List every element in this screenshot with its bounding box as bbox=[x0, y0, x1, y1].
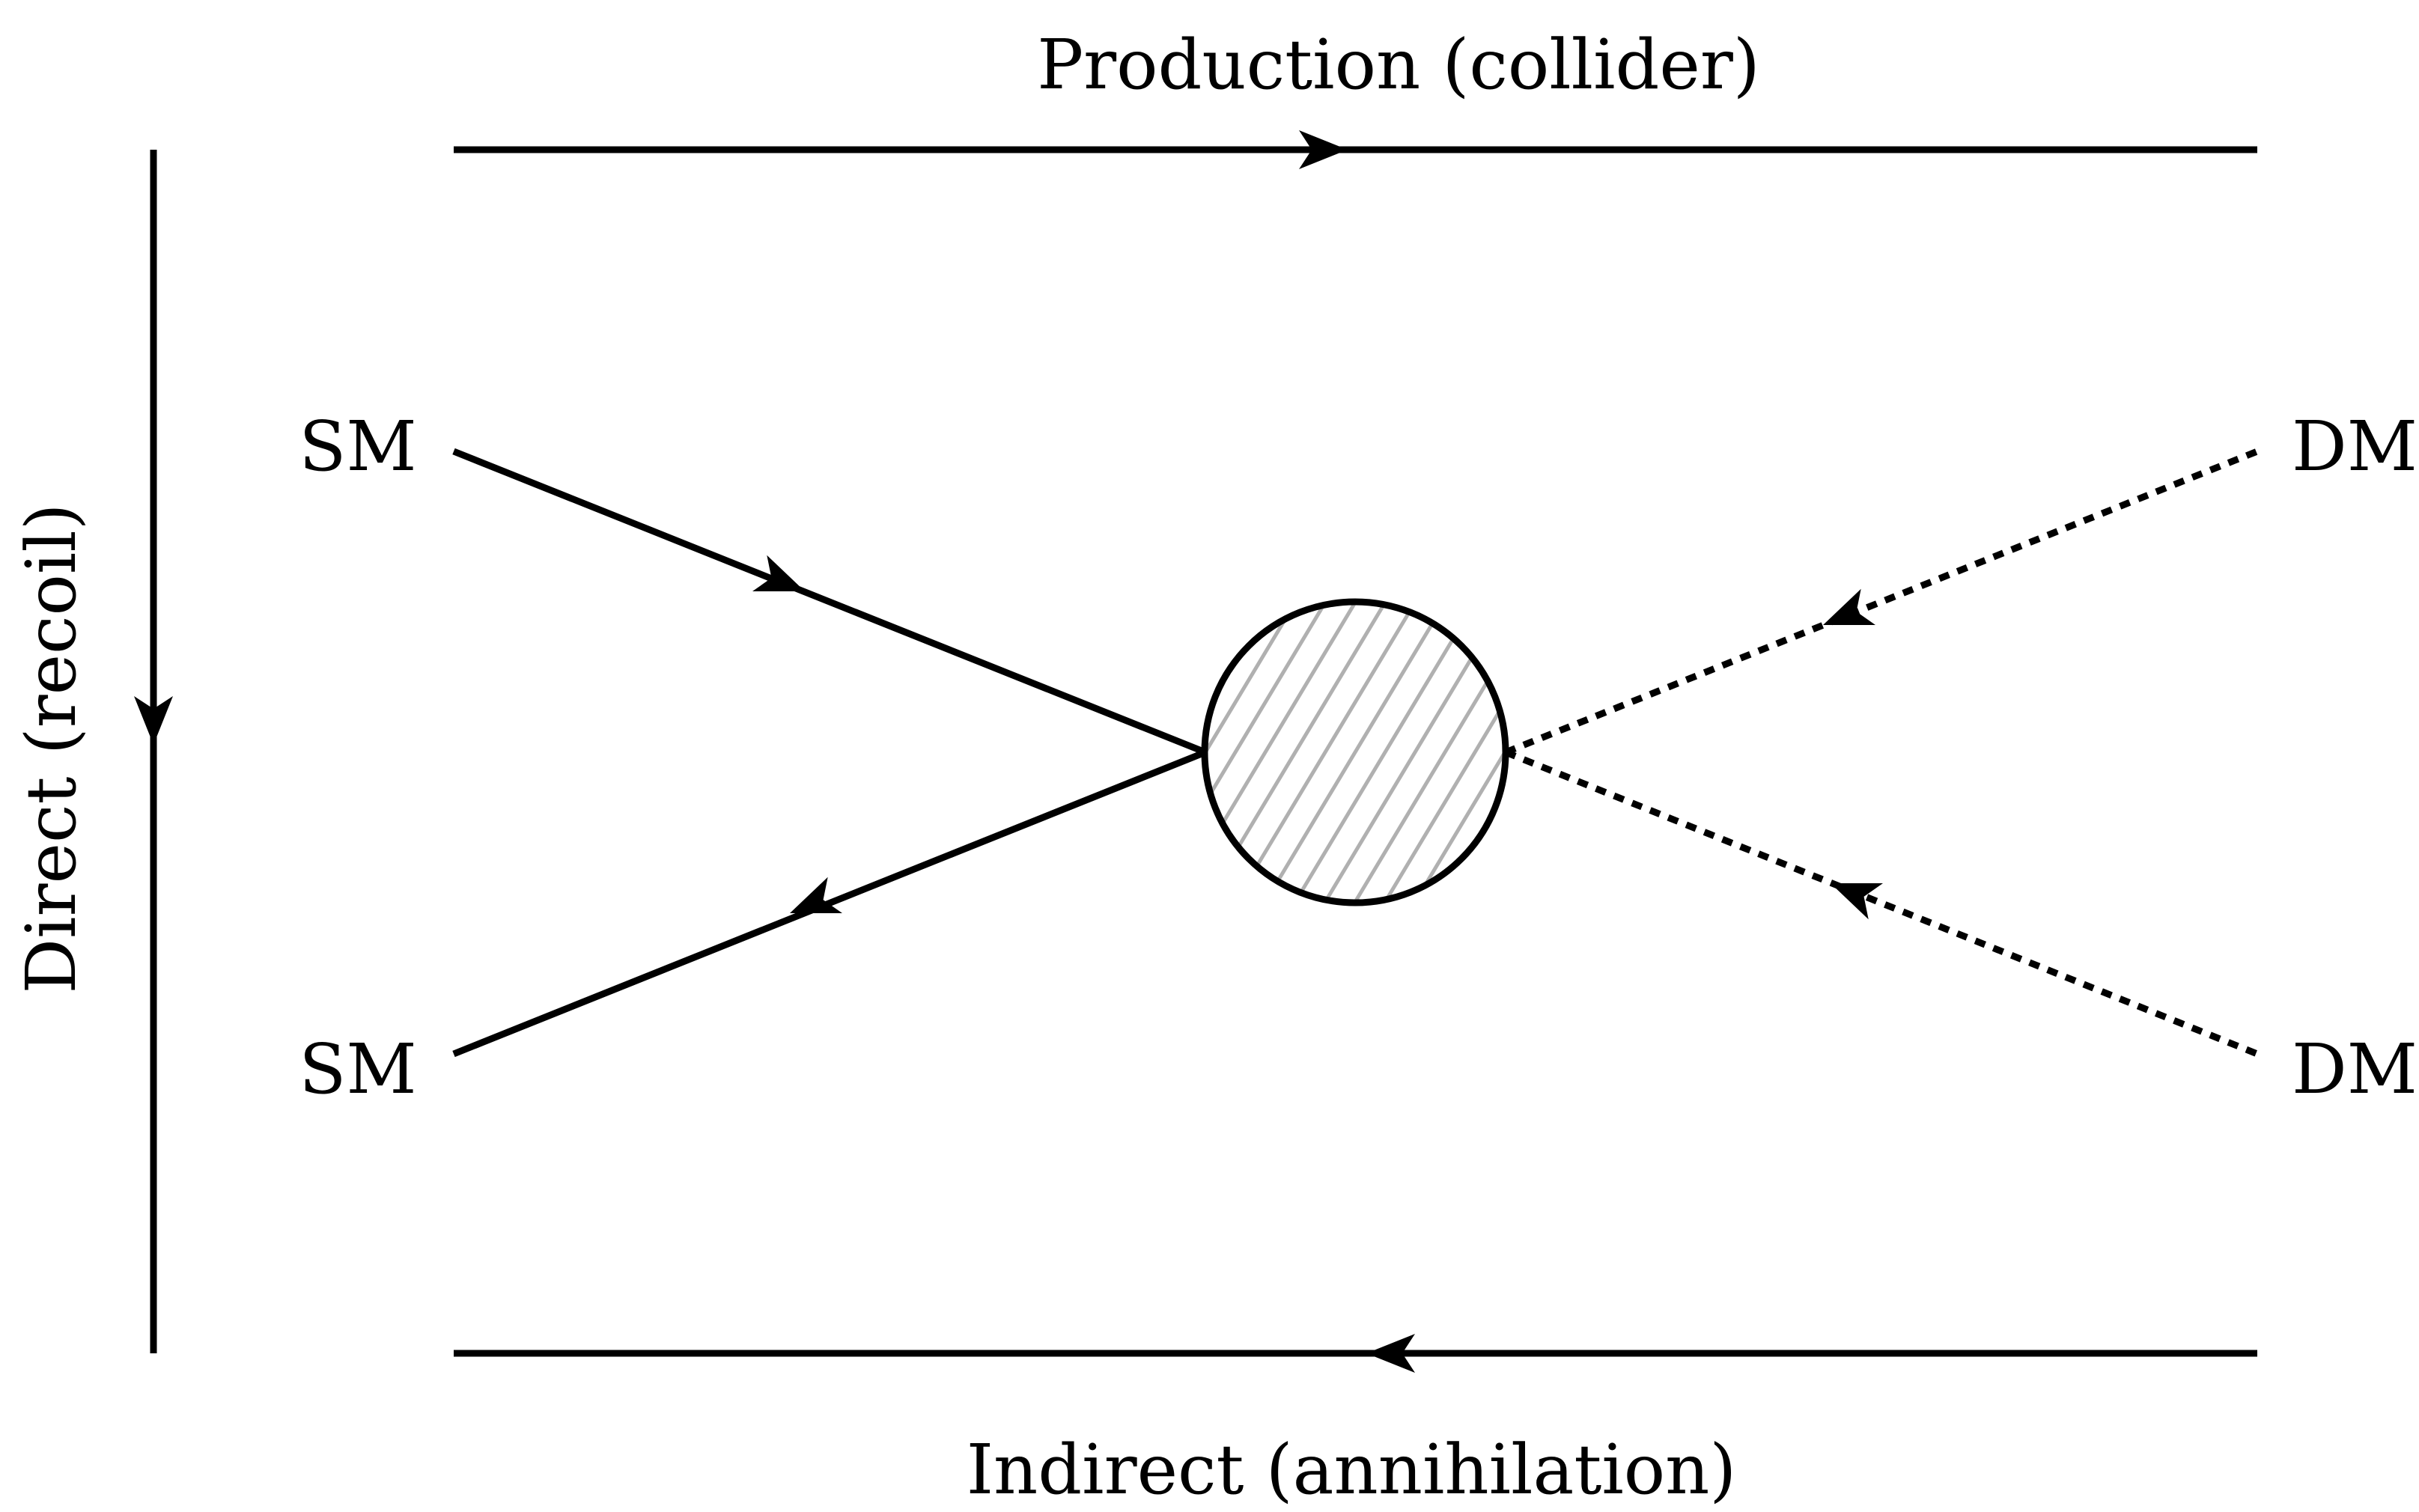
sm-bottom-line bbox=[452, 749, 1207, 1058]
indirect-arrowhead bbox=[1366, 1334, 1415, 1373]
production-label: Production (collider) bbox=[1037, 25, 1760, 105]
indirect-label: Indirect (annihilation) bbox=[967, 1430, 1737, 1510]
direct-arrowhead bbox=[134, 696, 173, 745]
dm-top-arrowhead bbox=[1823, 588, 1876, 626]
sm-bottom-label: SM bbox=[299, 1029, 416, 1109]
sm-top-line bbox=[452, 448, 1207, 756]
blob-outline bbox=[1201, 598, 1509, 906]
sm-bottom-arrowhead bbox=[790, 877, 843, 914]
direct-arrow bbox=[134, 150, 173, 1353]
dm-top-label: DM bbox=[2292, 406, 2418, 487]
dm-top-line bbox=[1504, 448, 2259, 756]
production-arrow bbox=[454, 130, 2257, 169]
sm-top-label: SM bbox=[299, 406, 416, 487]
production-arrowhead bbox=[1299, 130, 1348, 169]
indirect-arrow bbox=[454, 1334, 2257, 1373]
dm-bottom-line bbox=[1504, 749, 2259, 1058]
interaction-blob bbox=[1201, 598, 1509, 906]
dm-bottom-arrowhead bbox=[1831, 882, 1884, 920]
direct-label: Direct (recoil) bbox=[11, 503, 91, 993]
sm-top-arrowhead bbox=[752, 555, 805, 592]
dm-bottom-label: DM bbox=[2292, 1029, 2418, 1109]
